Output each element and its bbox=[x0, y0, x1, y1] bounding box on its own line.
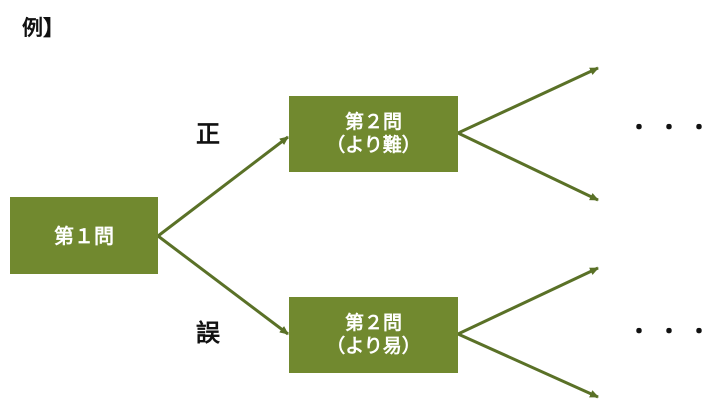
wrong-branch-label: 誤 bbox=[196, 319, 220, 347]
question-1-label: 第１問 bbox=[54, 223, 114, 248]
arrow-q2-easy-up bbox=[457, 266, 599, 336]
question-2-easier-title: 第２問 bbox=[344, 312, 402, 335]
correct-branch-label: 正 bbox=[196, 120, 220, 148]
continuation-ellipsis-bottom: ・・・ bbox=[628, 320, 712, 345]
arrow-q1-to-q2-hard bbox=[157, 135, 289, 238]
question-1-node: 第１問 bbox=[10, 197, 158, 274]
question-2-easier-node: 第２問 （より易） bbox=[289, 297, 458, 373]
arrow-q2-hard-up bbox=[457, 66, 599, 135]
arrow-q2-hard-down bbox=[457, 131, 599, 202]
question-2-harder-title: 第２問 bbox=[344, 111, 402, 134]
question-2-easier-note: （より易） bbox=[326, 335, 421, 357]
arrow-q2-easy-down bbox=[457, 332, 599, 399]
arrow-q1-to-q2-easy bbox=[157, 234, 289, 336]
continuation-ellipsis-top: ・・・ bbox=[628, 116, 712, 141]
example-heading: 例】 bbox=[22, 16, 64, 40]
question-2-harder-node: 第２問 （より難） bbox=[289, 96, 458, 172]
question-2-harder-note: （より難） bbox=[326, 134, 421, 156]
